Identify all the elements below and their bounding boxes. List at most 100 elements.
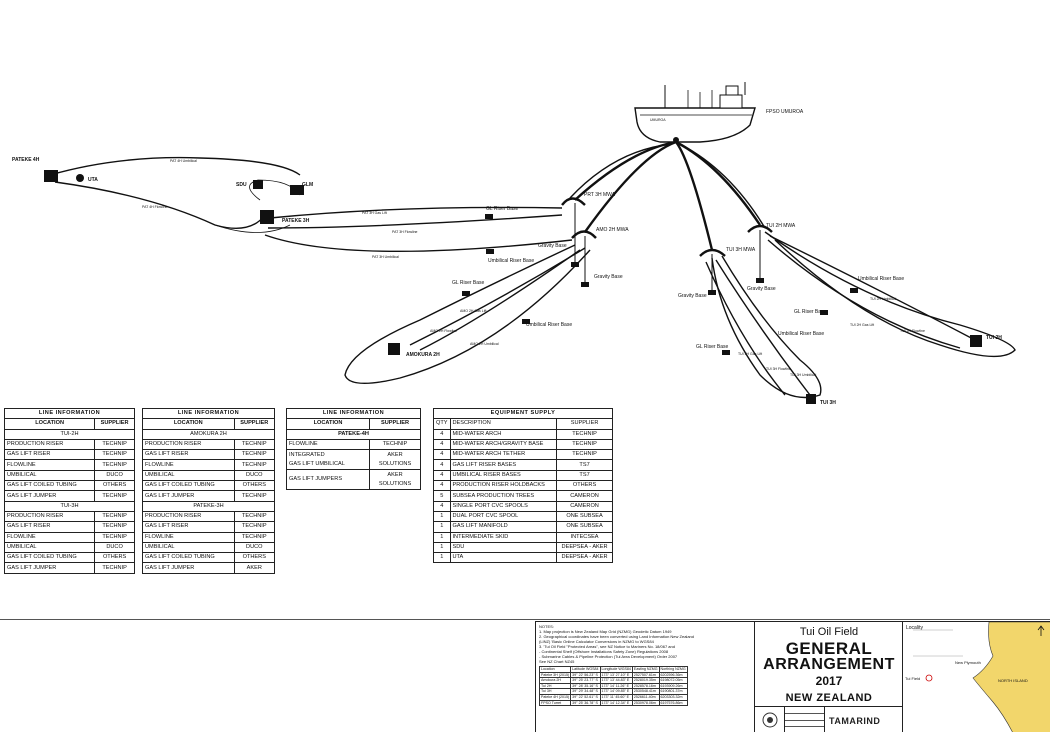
subsea-layout-diagram: FPSO UMUROA UMUROA PRT 3H MWA AMO 2H MWA… [12,82,1016,406]
tag-pat3h-umb: PAT 3H Umbilical [372,255,399,259]
place-north-island: NORTH ISLAND [998,678,1028,683]
col-supplier: SUPPLIER [94,418,135,430]
tag-amo2h-fl: AMO 2H Flowline [430,329,457,333]
note-line: See NZ Chart NZ45 [539,659,575,664]
riser-base-2 [486,249,494,254]
tag-pat3h-gl: PAT 3H Gas Lift [362,211,387,215]
label-riser-base-1: GL Riser Base [486,206,519,212]
col-supplier: SUPPLIER [369,418,421,430]
place-new-plymouth: New Plymouth [955,660,981,665]
sdu-glm [253,180,304,224]
riser-base-8 [722,350,730,355]
note-line: (LINZ) 'Basic Online Calculator Conversi… [539,639,654,644]
group-header: PATEKE-3H [142,500,275,512]
note-line: 3. 'Tui Oil Field "Protected Areas", see… [539,644,675,649]
col-description: DESCRIPTION [449,418,558,430]
title-fields [785,707,825,732]
tui3h-flowlines [705,255,822,404]
tag-pat4h-fl: PAT 4H Flowline [142,205,168,209]
drawing-year: 2017 [815,674,843,688]
north-arrow-icon [1037,625,1045,636]
table-title: LINE INFORMATION [286,407,421,420]
tag-tui2h-gl: TUI 2H Gas Lift [850,323,874,327]
col-location: LOCATION [142,418,235,430]
col-location: LOCATION [285,418,371,430]
tag-tui3h-gl: TUI 3H Gas Lift [738,352,762,356]
label-tui-3h: TUI 3H [820,400,836,406]
label-riser-base-8: GL Riser Base [696,344,729,350]
label-gravity-base-1: Gravity Base [538,243,567,249]
locality-label: Locality [906,625,923,631]
riser-base-1 [485,214,493,219]
label-amo2h-mwa: AMO 2H MWA [596,227,629,233]
group-header: AMOKURA 2H [142,428,275,440]
riser-base-6 [820,310,828,315]
tag-pat4h-umb: PAT 4H Umbilical [170,159,197,163]
riser-base-4 [522,319,530,324]
riser-base-3 [462,291,470,296]
seal-icon [755,707,785,732]
label-riser-base-5: Umbilical Riser Base [858,276,904,282]
note-line: - Submarine Cables & Pipeline Protection… [539,654,678,659]
tag-amo2h-gl: AMO 2H Gas Lift [460,309,486,313]
note-line: 1. Map projection is New Zealand Map Gri… [539,629,672,634]
tag-tui2h-umb: TUI 2H Umbilical [870,297,896,301]
title-info-strip: TAMARIND [755,706,903,732]
label-tui-2h: TUI 2H [986,335,1002,341]
label-gravity-base-4: Gravity Base [747,286,776,292]
tag-tui2h-fl: TUI 2H Flowline [900,329,925,333]
label-gravity-base-3: Gravity Base [678,293,707,299]
label-tui3h-mwa: TUI 3H MWA [726,247,756,253]
notes-heading: NOTES: [539,624,554,629]
locality-map: Locality New Plymouth NORTH ISLAND Tui F… [903,622,1050,732]
label-pateke-4h: PATEKE 4H [12,157,40,163]
tag-tui3h-fl: TUI 3H Flowline [766,367,791,371]
tui-field-marker-icon [925,674,933,682]
company-logo: TAMARIND [829,716,881,726]
note-line: - Continental Shelf (Offshore Installati… [539,649,669,654]
group-header: TUI-2H [4,428,135,440]
group-header: TUI-3H [4,500,135,512]
label-riser-base-3: GL Riser Base [452,280,485,286]
drawing-title-line2: ARRANGEMENT [763,656,895,673]
label-uta: UTA [88,177,98,183]
table-title: LINE INFORMATION [4,407,135,420]
title-block: NOTES: 1. Map projection is New Zealand … [535,621,1050,732]
label-tui2h-mwa: TUI 2H MWA [766,223,796,229]
label-amokura-2h: AMOKURA 2H [406,352,440,358]
tag-amo2h-umb: AMO 2H Umbilical [470,342,499,346]
label-prt3h-mwa: PRT 3H MWA [584,192,616,198]
fpso-vessel [634,82,756,143]
tui2h-flowlines [764,231,1016,358]
